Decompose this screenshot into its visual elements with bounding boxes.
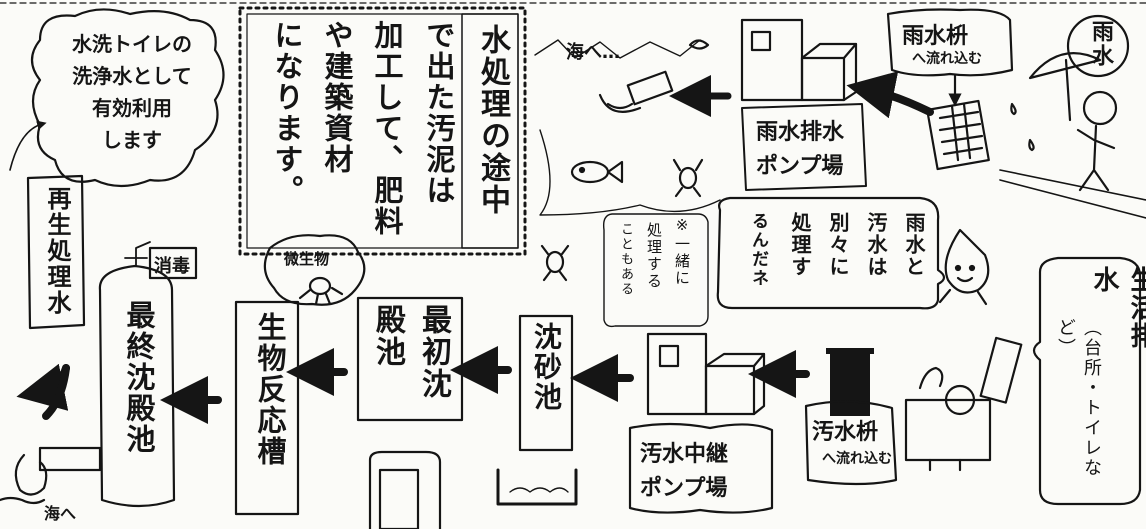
kitchen-icon: [904, 336, 1023, 472]
rain-pump-building-icon: [740, 18, 858, 102]
final-settling-tank-icon: [98, 264, 176, 508]
together-line-3: こともある: [618, 222, 633, 297]
sewage-pump-building-icon: [646, 332, 766, 416]
sewage-sub: （台所・トイレなど）: [1055, 318, 1102, 478]
separate-line-4: 処理す: [788, 212, 812, 278]
sewage-basin-icon: [826, 348, 874, 416]
umbrella-icon: [1028, 52, 1102, 122]
toilet-bubble-text: 水洗トイレの 洗浄水として 有効利用 します: [52, 28, 212, 156]
sewage-pump-label-2: ポンプ場: [640, 476, 728, 501]
sludge-line-5: になります。: [270, 20, 304, 206]
reclaimed-water-label: 再生処理水: [43, 186, 71, 316]
fish-icon: [570, 160, 624, 184]
rain-basin-sub: へ流れ込む: [912, 51, 982, 67]
outlet-pipe-bottom-icon: [0, 446, 102, 505]
sludge-line-4: や建築資材: [320, 20, 354, 175]
separate-line-2: 汚水は: [864, 212, 888, 278]
bioreactor-label: 生物反応槽: [253, 312, 287, 467]
toilet-bubble-line: 有効利用: [92, 96, 172, 120]
critter-icon: [672, 158, 704, 198]
separate-line-1: 雨水と: [902, 212, 926, 278]
person-rain-icon: [1076, 90, 1118, 192]
to-sea-top-label: 海へ…: [566, 42, 620, 63]
separate-bubble-outline: [716, 196, 946, 310]
sludge-line-2: で出た汚泥は: [422, 20, 456, 206]
separate-line-5: るんだネ: [748, 212, 768, 288]
final-settling-label: 最終沈殿池: [122, 300, 156, 455]
raindrop-character-icon: [938, 228, 990, 306]
sediment-tray-icon: [496, 468, 578, 506]
sludge-line-1: 水処理の途中: [475, 24, 510, 216]
sewage-basin-sub: へ流れ込む: [822, 451, 892, 467]
to-sea-bottom-label: 海へ: [44, 504, 77, 523]
toilet-bubble-line: 水洗トイレの: [72, 32, 192, 56]
grit-chamber-label: 沈砂池: [530, 322, 563, 412]
microbe-label: 微生物: [284, 250, 330, 268]
critter-icon: [540, 244, 570, 282]
microbe-icon: [298, 276, 344, 306]
disinfection-label: 消毒: [154, 256, 190, 277]
toilet-bubble-line: 洗浄水として: [72, 64, 192, 88]
together-line-2: 処理する: [645, 222, 663, 290]
sludge-line-3: 加工して、肥料: [370, 20, 404, 237]
sewage-title: 生活排水: [1089, 266, 1146, 350]
sludge-panel-frame: [238, 6, 527, 256]
sewage-basin-title: 汚水枡: [812, 420, 879, 445]
outlet-pipe-top-icon: [598, 70, 674, 113]
rain-pump-label-2: ポンプ場: [756, 154, 844, 179]
together-line-1: ※一緒に: [673, 216, 691, 287]
rain-basin-grate-icon: [926, 99, 990, 171]
reservoir-tank-icon: [368, 450, 442, 529]
rain-basin-title: 雨水枡: [902, 24, 969, 49]
toilet-bubble-line: します: [102, 128, 162, 152]
primary-settling-label: 最初沈殿池: [370, 304, 451, 400]
sewage-pump-label-1: 汚水中継: [640, 442, 729, 467]
separate-line-3: 別々に: [826, 212, 850, 278]
rain-label: 雨水: [1088, 20, 1113, 68]
rain-pump-label-1: 雨水排水: [756, 120, 845, 145]
arrow-left-icon: [846, 71, 934, 119]
